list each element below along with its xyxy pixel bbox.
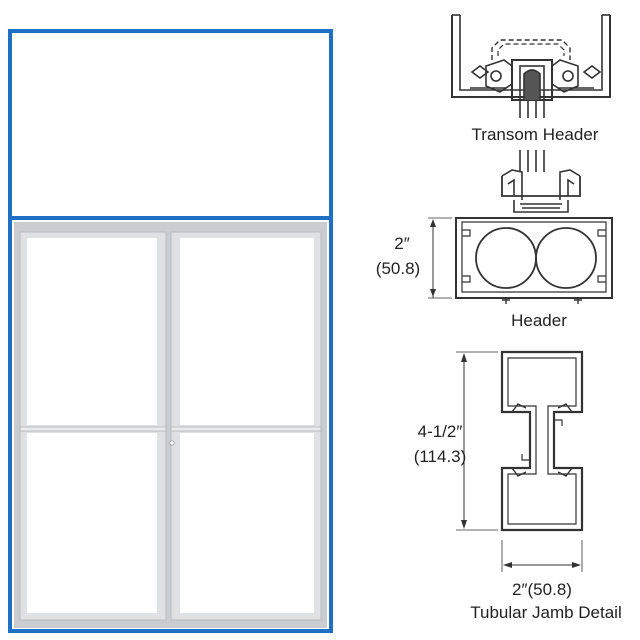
header-label: Header — [511, 311, 567, 330]
left-door-lower-glass — [27, 433, 157, 613]
right-push-bar — [170, 426, 322, 432]
transom-panel — [8, 29, 333, 220]
left-door-upper-glass — [27, 238, 157, 425]
jamb-width: 2″(50.8) — [512, 580, 572, 599]
right-door-lower-glass — [180, 433, 314, 613]
door-frame-outline — [8, 216, 333, 633]
header-height-in: 2″ — [394, 234, 410, 253]
transom-header-drawing — [451, 14, 611, 118]
jamb-detail-label: Tubular Jamb Detail — [470, 603, 622, 622]
jamb-depth-in: 4-1/2″ — [417, 422, 463, 441]
header-drawing — [428, 150, 613, 304]
header-height-mm: (50.8) — [375, 259, 421, 278]
transom-header-label: Transom Header — [471, 125, 599, 144]
jamb-depth-mm: (114.3) — [413, 447, 467, 466]
left-push-bar — [19, 426, 167, 432]
door-elevation — [8, 29, 333, 633]
jamb-drawing — [456, 350, 584, 572]
door-lock — [169, 440, 175, 446]
right-door-upper-glass — [180, 238, 314, 425]
